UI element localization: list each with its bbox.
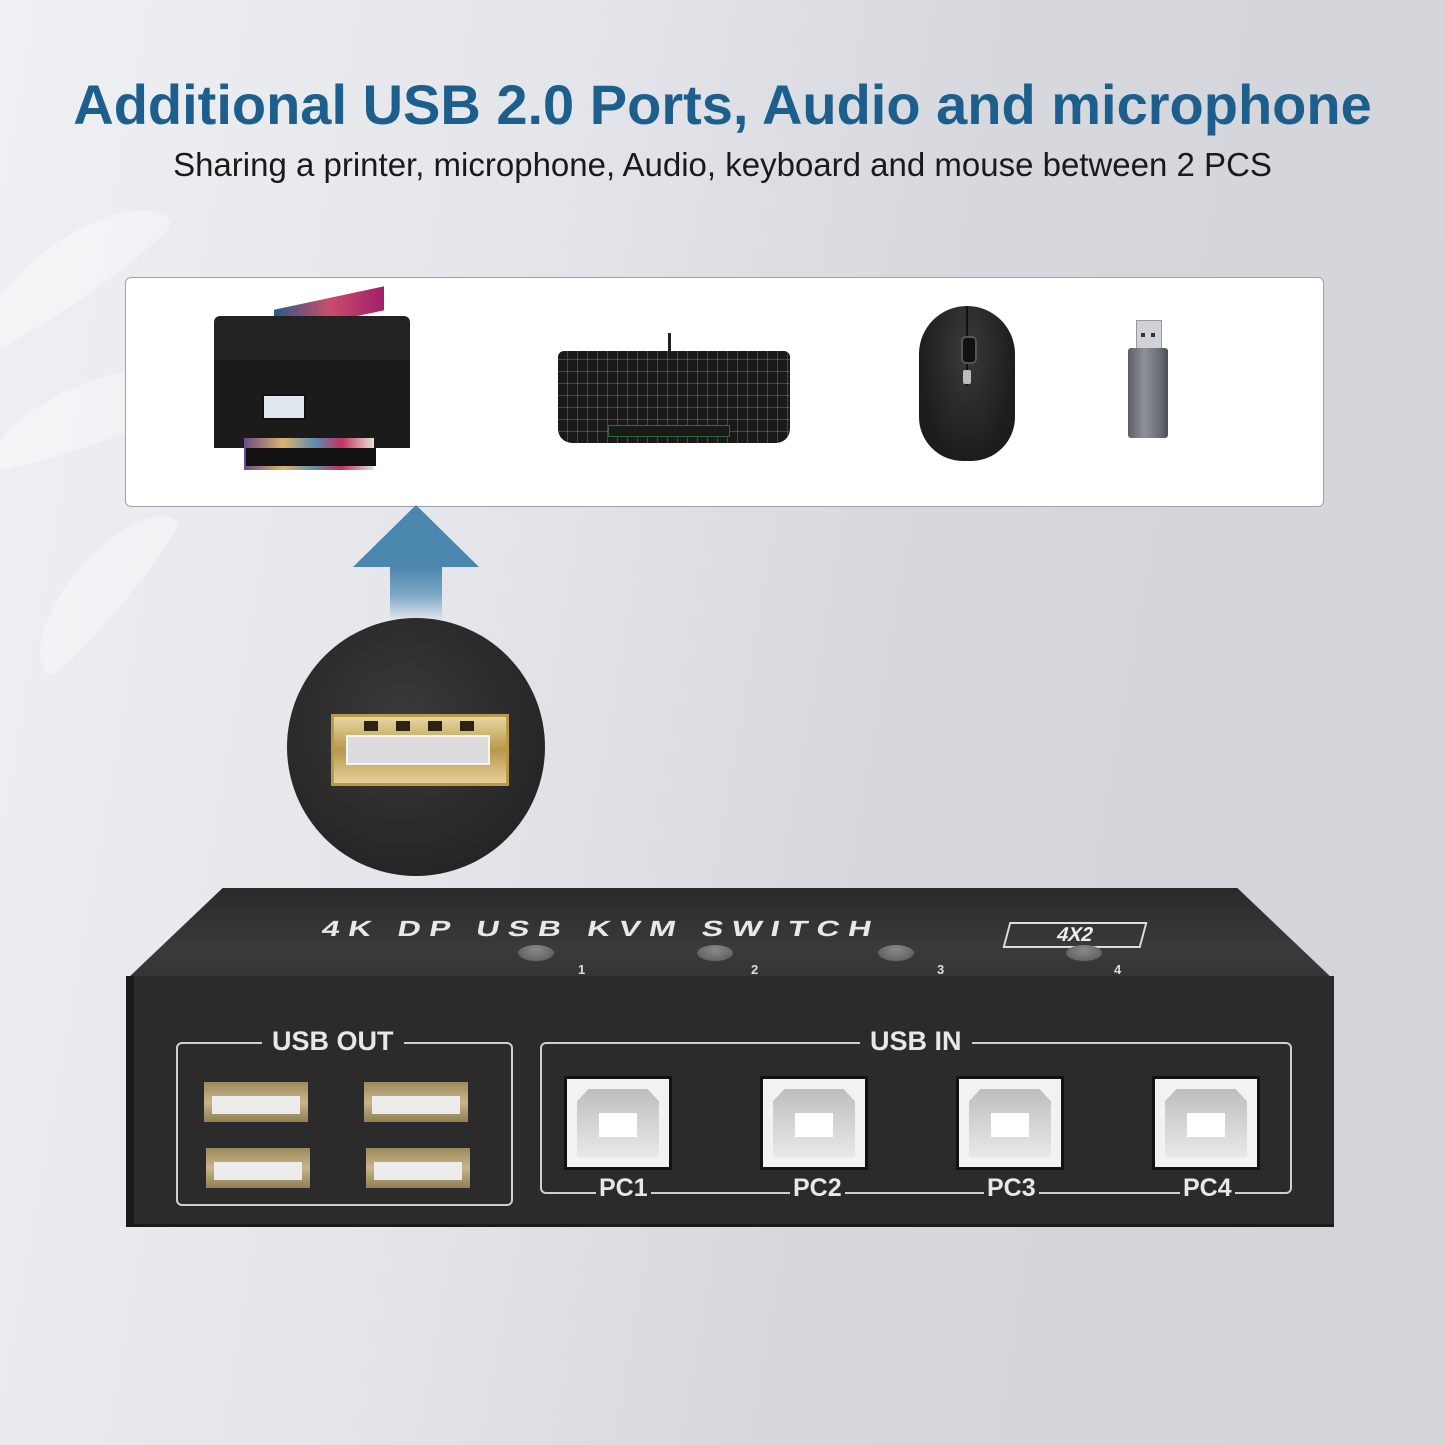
usb-in-port-pc3[interactable]: [956, 1076, 1064, 1170]
usb-dongle-icon: [1126, 320, 1172, 440]
usb-in-port-pc2[interactable]: [760, 1076, 868, 1170]
select-label-4: 4: [1114, 962, 1122, 977]
select-button-4[interactable]: [1066, 945, 1102, 961]
leaf-shadow-decoration: [14, 493, 186, 682]
pc2-label: PC2: [790, 1174, 845, 1203]
mouse-icon: [919, 306, 1015, 461]
usb-out-label: USB OUT: [262, 1026, 404, 1057]
usb-out-group: USB OUT: [176, 1026, 513, 1206]
pc3-label: PC3: [984, 1174, 1039, 1203]
select-button-3[interactable]: [878, 945, 914, 961]
usb-in-label: USB IN: [860, 1026, 972, 1057]
usb-in-group: USB IN PC1 PC2 PC3 PC4: [540, 1026, 1292, 1203]
select-label-1: 1: [578, 962, 586, 977]
page-subtitle: Sharing a printer, microphone, Audio, ke…: [173, 146, 1272, 183]
arrow-shaft: [390, 566, 442, 620]
arrow-up-icon: [353, 505, 479, 567]
pc4-label: PC4: [1180, 1174, 1235, 1203]
model-badge: 4X2: [1002, 922, 1148, 948]
peripherals-panel: [125, 277, 1324, 507]
keyboard-icon: [558, 333, 790, 443]
select-label-2: 2: [751, 962, 759, 977]
select-button-2[interactable]: [697, 945, 733, 961]
usb-out-port-4[interactable]: [366, 1148, 470, 1188]
usb-a-port-icon: [331, 714, 509, 786]
device-top-label: 4K DP USB KVM SWITCH: [319, 916, 883, 941]
select-button-1[interactable]: [518, 945, 554, 961]
pc1-label: PC1: [596, 1174, 651, 1203]
select-label-3: 3: [937, 962, 945, 977]
usb-out-port-2[interactable]: [364, 1082, 468, 1122]
printer-icon: [214, 286, 410, 470]
kvm-switch-top: [126, 888, 1334, 988]
usb-in-port-pc4[interactable]: [1152, 1076, 1260, 1170]
page-title: Additional USB 2.0 Ports, Audio and micr…: [73, 73, 1372, 136]
usb-out-port-1[interactable]: [204, 1082, 308, 1122]
usb-in-port-pc1[interactable]: [564, 1076, 672, 1170]
kvm-switch-front-panel: USB OUT USB IN PC1 PC2 PC3 PC4: [126, 976, 1334, 1227]
usb-out-port-3[interactable]: [206, 1148, 310, 1188]
usb-port-magnifier: [287, 618, 545, 876]
